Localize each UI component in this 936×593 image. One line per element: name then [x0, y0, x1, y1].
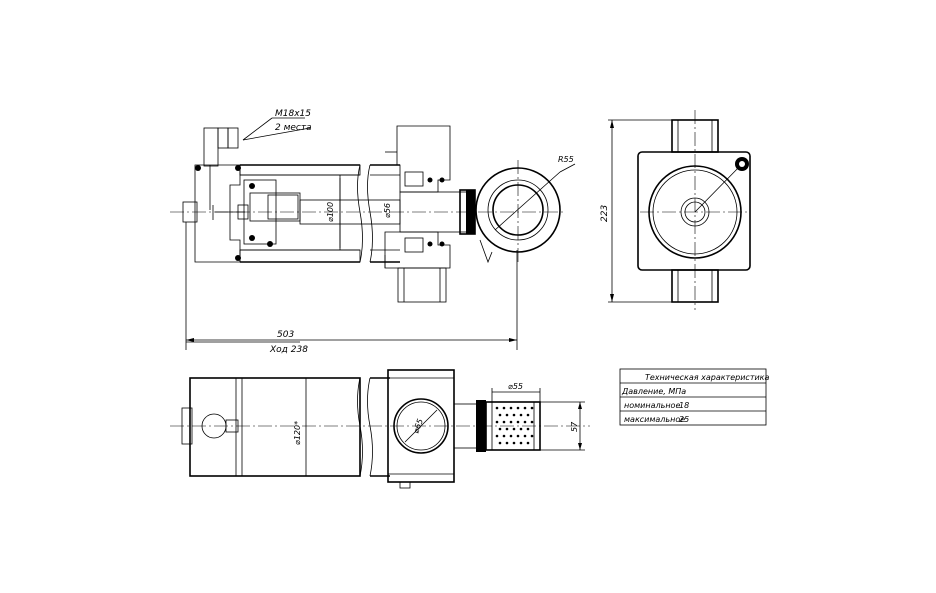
- rod-end-diameter-label: ⌀55: [508, 382, 523, 391]
- bottom-view: [170, 369, 590, 489]
- spec-table: [619, 368, 767, 426]
- height-label: 223: [600, 205, 610, 222]
- thread-count-label: 2 места: [275, 123, 312, 133]
- spec-row-label: максимальное: [624, 415, 685, 424]
- spec-row-label: номинальное: [624, 401, 680, 410]
- stroke-label: Ход 238: [269, 345, 308, 355]
- spec-row-label: Давление, МПа: [621, 387, 686, 396]
- pin-diameter-label: ⌀65: [411, 418, 425, 435]
- section-view: [170, 117, 576, 303]
- spec-row-value: 25: [679, 415, 689, 424]
- eye-radius-label: R55: [558, 155, 574, 164]
- total-length-label: 503: [277, 330, 294, 340]
- rod-end-length-label: 57: [570, 421, 579, 432]
- spec-table-title: Техническая характеристика: [645, 373, 770, 382]
- thread-label: M18x15: [275, 109, 311, 119]
- rod-diameter-label: ⌀56: [383, 203, 392, 218]
- body-diameter-label: ⌀120*: [293, 421, 302, 445]
- spec-row-value: 18: [679, 401, 689, 410]
- side-view: [608, 110, 751, 310]
- length-dimensions: [185, 222, 518, 350]
- bore-diameter-label: ⌀100: [326, 202, 335, 222]
